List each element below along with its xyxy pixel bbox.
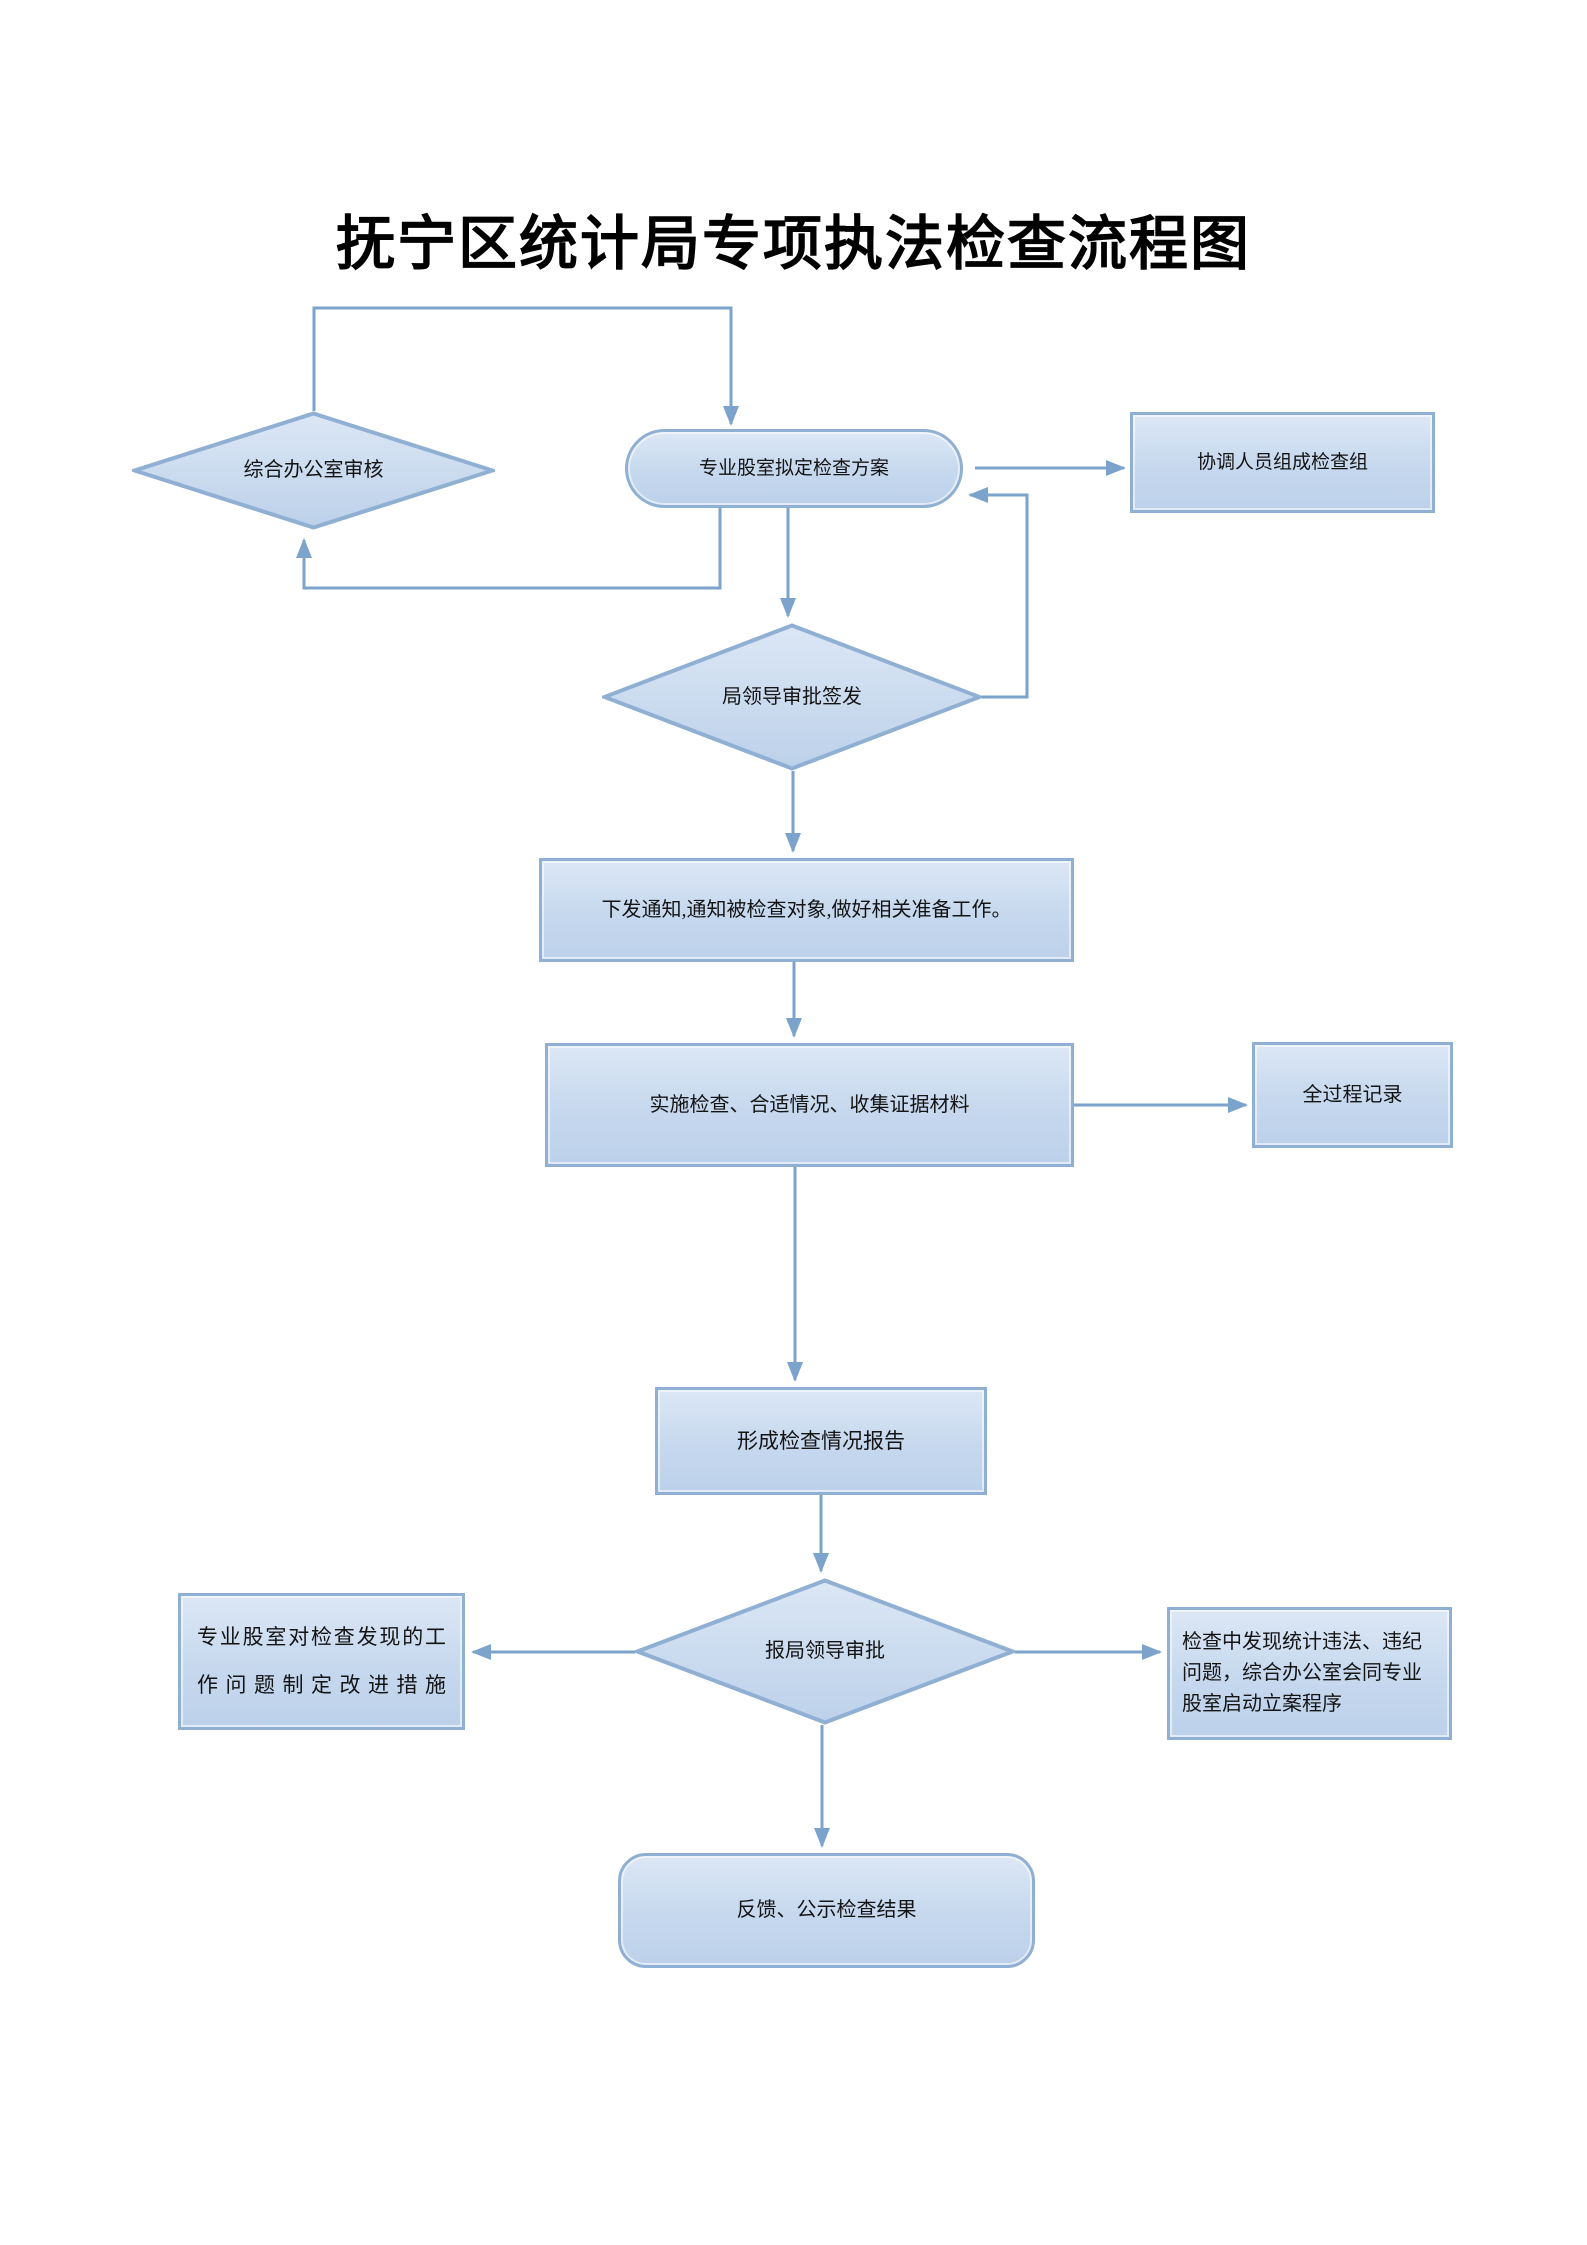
node-report: 形成检查情况报告 [655,1387,987,1495]
page-title: 抚宁区统计局专项执法检查流程图 [335,211,1251,277]
node-team-label: 协调人员组成检查组 [1196,451,1368,473]
node-review-label: 综合办公室审核 [243,459,384,481]
node-implement-label: 实施检查、合适情况、收集证据材料 [649,1093,970,1116]
node-plan-label: 专业股室拟定检查方案 [698,457,889,479]
node-record: 全过程记录 [1252,1042,1453,1148]
node-approve-diamond: 局领导审批签发 [602,623,982,771]
node-review-diamond: 综合办公室审核 [132,411,495,530]
node-record-label: 全过程记录 [1302,1083,1403,1106]
node-notice-label: 下发通知,通知被检查对象,做好相关准备工作。 [601,898,1012,921]
node-case: 检查中发现统计违法、违纪问题，综合办公室会同专业股室启动立案程序 [1167,1607,1452,1740]
node-plan: 专业股室拟定检查方案 [625,429,963,508]
node-final-label: 报局领导审批 [765,1640,885,1662]
node-approve-label: 局领导审批签发 [722,685,862,708]
node-implement: 实施检查、合适情况、收集证据材料 [545,1043,1074,1167]
node-case-label: 检查中发现统计违法、违纪问题，综合办公室会同专业股室启动立案程序 [1182,1631,1422,1715]
node-team: 协调人员组成检查组 [1130,412,1435,513]
connector-review-to-plan [312,306,739,426]
node-result: 反馈、公示检查结果 [618,1853,1035,1968]
node-improve: 专业股室对检查发现的工作问题制定改进措施 [178,1593,465,1730]
node-report-label: 形成检查情况报告 [737,1428,905,1453]
node-result-label: 反馈、公示检查结果 [736,1899,917,1921]
node-final-diamond: 报局领导审批 [635,1578,1015,1725]
node-improve-label: 专业股室对检查发现的工作问题制定改进措施 [197,1625,446,1697]
node-notice: 下发通知,通知被检查对象,做好相关准备工作。 [539,858,1074,962]
